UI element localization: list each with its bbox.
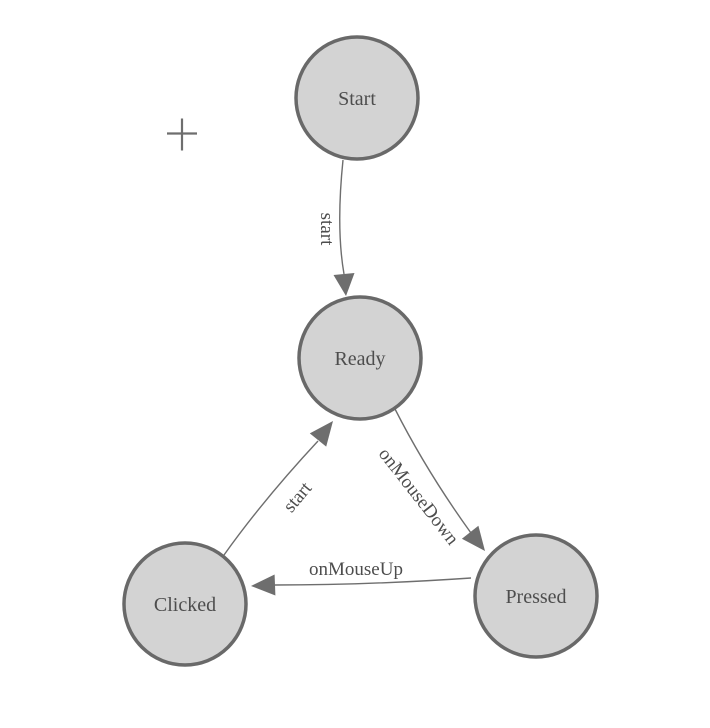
edge-label: onMouseUp [309, 559, 403, 580]
arrowhead-icon [333, 273, 355, 296]
state-circle [294, 35, 420, 161]
node-label: Pressed [505, 586, 566, 608]
state-circle [473, 533, 599, 659]
arrowhead-icon [251, 574, 276, 596]
edge-start-to-ready[interactable]: start [316, 159, 355, 296]
edge-label: onMouseDown [374, 444, 463, 550]
edge-line [274, 577, 472, 586]
arrowhead-icon [309, 421, 333, 447]
edge-line [339, 159, 345, 275]
arrowhead-icon [461, 525, 485, 551]
edge-ready-to-pressed[interactable]: onMouseDown [374, 408, 485, 551]
edge-clicked-to-ready[interactable]: start [223, 421, 333, 556]
node-clicked[interactable]: Clicked [122, 541, 248, 667]
state-circle [122, 541, 248, 667]
edge-line [394, 408, 472, 534]
node-label: Start [338, 88, 376, 110]
node-label: Ready [334, 348, 385, 370]
edge-label: start [279, 478, 317, 517]
node-ready[interactable]: Ready [297, 295, 423, 421]
plus-crosshair-icon [167, 118, 197, 151]
state-circle [297, 295, 423, 421]
edge-pressed-to-clicked[interactable]: onMouseUp [251, 559, 472, 596]
edge-line [223, 440, 319, 556]
node-label: Clicked [154, 594, 216, 616]
edge-label: start [316, 213, 337, 246]
node-pressed[interactable]: Pressed [473, 533, 599, 659]
node-start[interactable]: Start [294, 35, 420, 161]
